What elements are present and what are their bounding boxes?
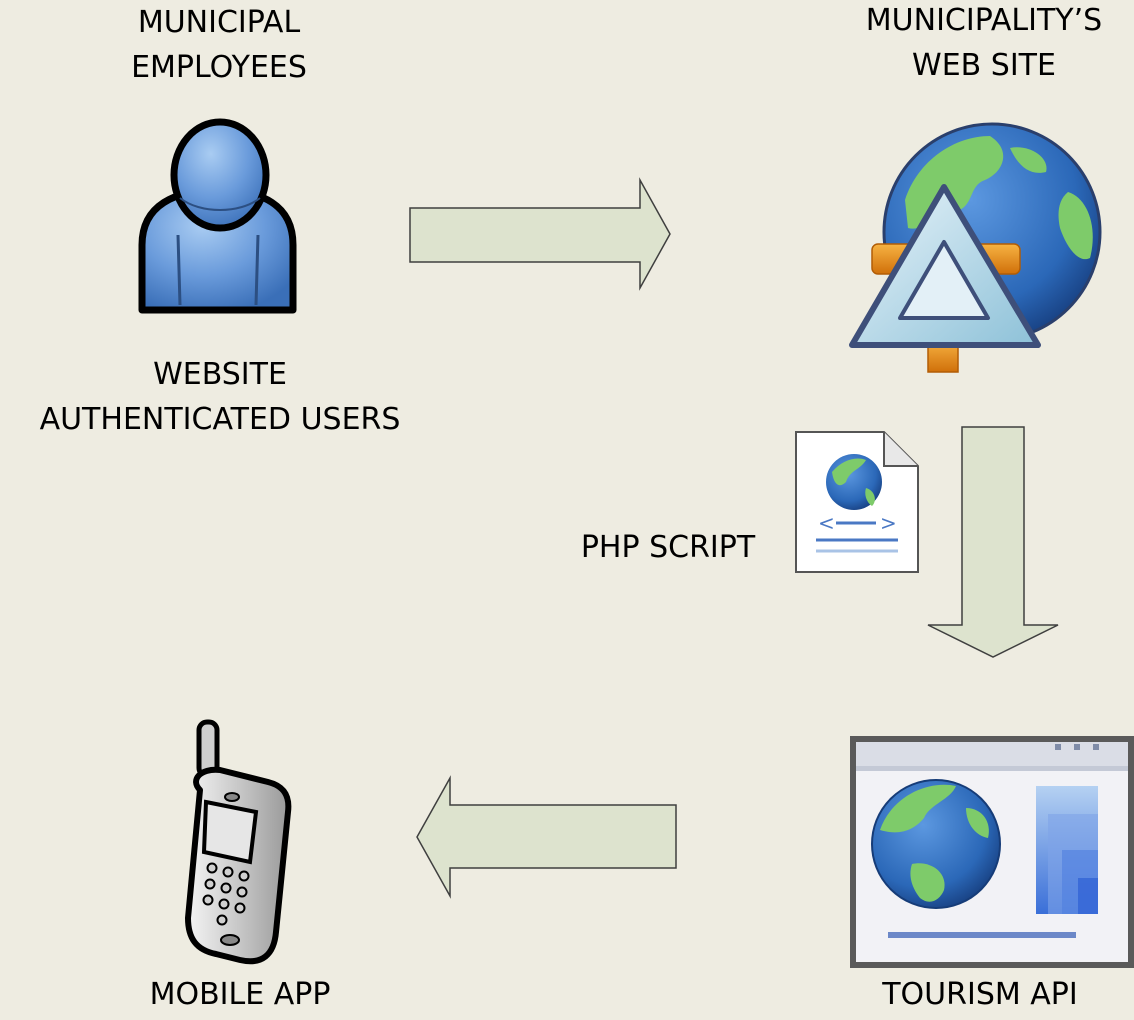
tourism-api-label: TOURISM API [882, 977, 1078, 1012]
website-title-line-1: MUNICIPALITY’S [865, 3, 1103, 38]
employees-caption: WEBSITE AUTHENTICATED USERS [10, 352, 430, 442]
employees-title-line-1: MUNICIPAL [137, 5, 301, 40]
mobile-app-label: MOBILE APP [149, 977, 331, 1012]
user-icon [138, 118, 297, 314]
arrow-website-to-api [927, 426, 1059, 658]
arrow-api-to-mobile [416, 775, 677, 899]
svg-text:>: > [880, 511, 897, 535]
website-title-line-2: WEB SITE [912, 48, 1056, 83]
svg-text:<: < [818, 511, 835, 535]
php-script-label: PHP SCRIPT [580, 530, 756, 565]
web-script-document-icon: < > [795, 431, 919, 573]
mobile-phone-icon [185, 719, 292, 965]
arrow-employees-to-website [409, 177, 671, 291]
globe-web-icon [849, 122, 1102, 373]
employees-title: MUNICIPAL EMPLOYEES [119, 0, 319, 90]
website-title: MUNICIPALITY’S WEB SITE [834, 0, 1134, 88]
employees-caption-line-1: WEBSITE [153, 357, 287, 392]
web-application-window-icon [850, 736, 1134, 968]
employees-caption-line-2: AUTHENTICATED USERS [39, 402, 401, 437]
employees-title-line-2: EMPLOYEES [131, 50, 307, 85]
